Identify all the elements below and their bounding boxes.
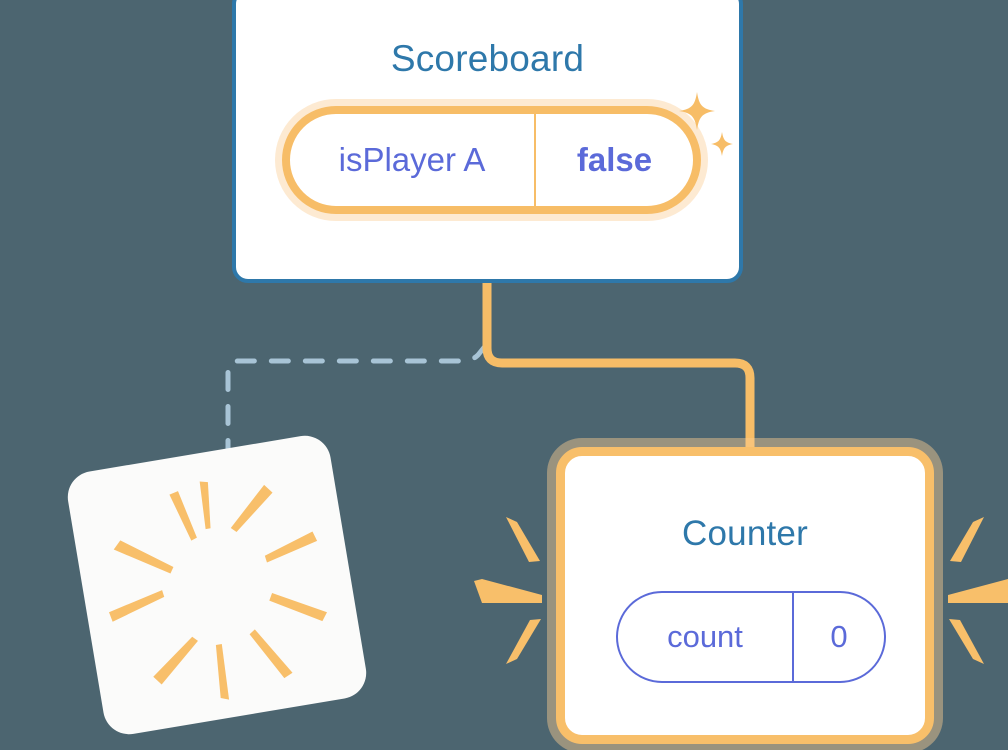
property-key-count: count <box>618 593 794 681</box>
burst-rays-icon-right <box>948 517 1008 664</box>
property-pill-count[interactable]: count 0 <box>616 591 886 683</box>
burst-rays-icon-left <box>474 517 542 664</box>
property-value-isplayer-a: false <box>576 141 653 178</box>
node-card-blank[interactable] <box>63 431 371 739</box>
node-card-scoreboard[interactable]: Scoreboard isPlayer A false <box>232 0 743 283</box>
property-value-count: 0 <box>830 619 848 654</box>
scoreboard-title: Scoreboard <box>390 38 585 79</box>
counter-title: Counter <box>682 514 808 553</box>
property-pill-isplayer-a[interactable]: isPlayer A false <box>282 106 701 214</box>
burst-rays-icon <box>109 481 328 700</box>
property-key-isplayer-a: isPlayer A <box>290 114 536 206</box>
connector-scoreboard-to-counter <box>482 283 755 455</box>
node-card-counter[interactable]: Counter count 0 <box>556 447 934 744</box>
